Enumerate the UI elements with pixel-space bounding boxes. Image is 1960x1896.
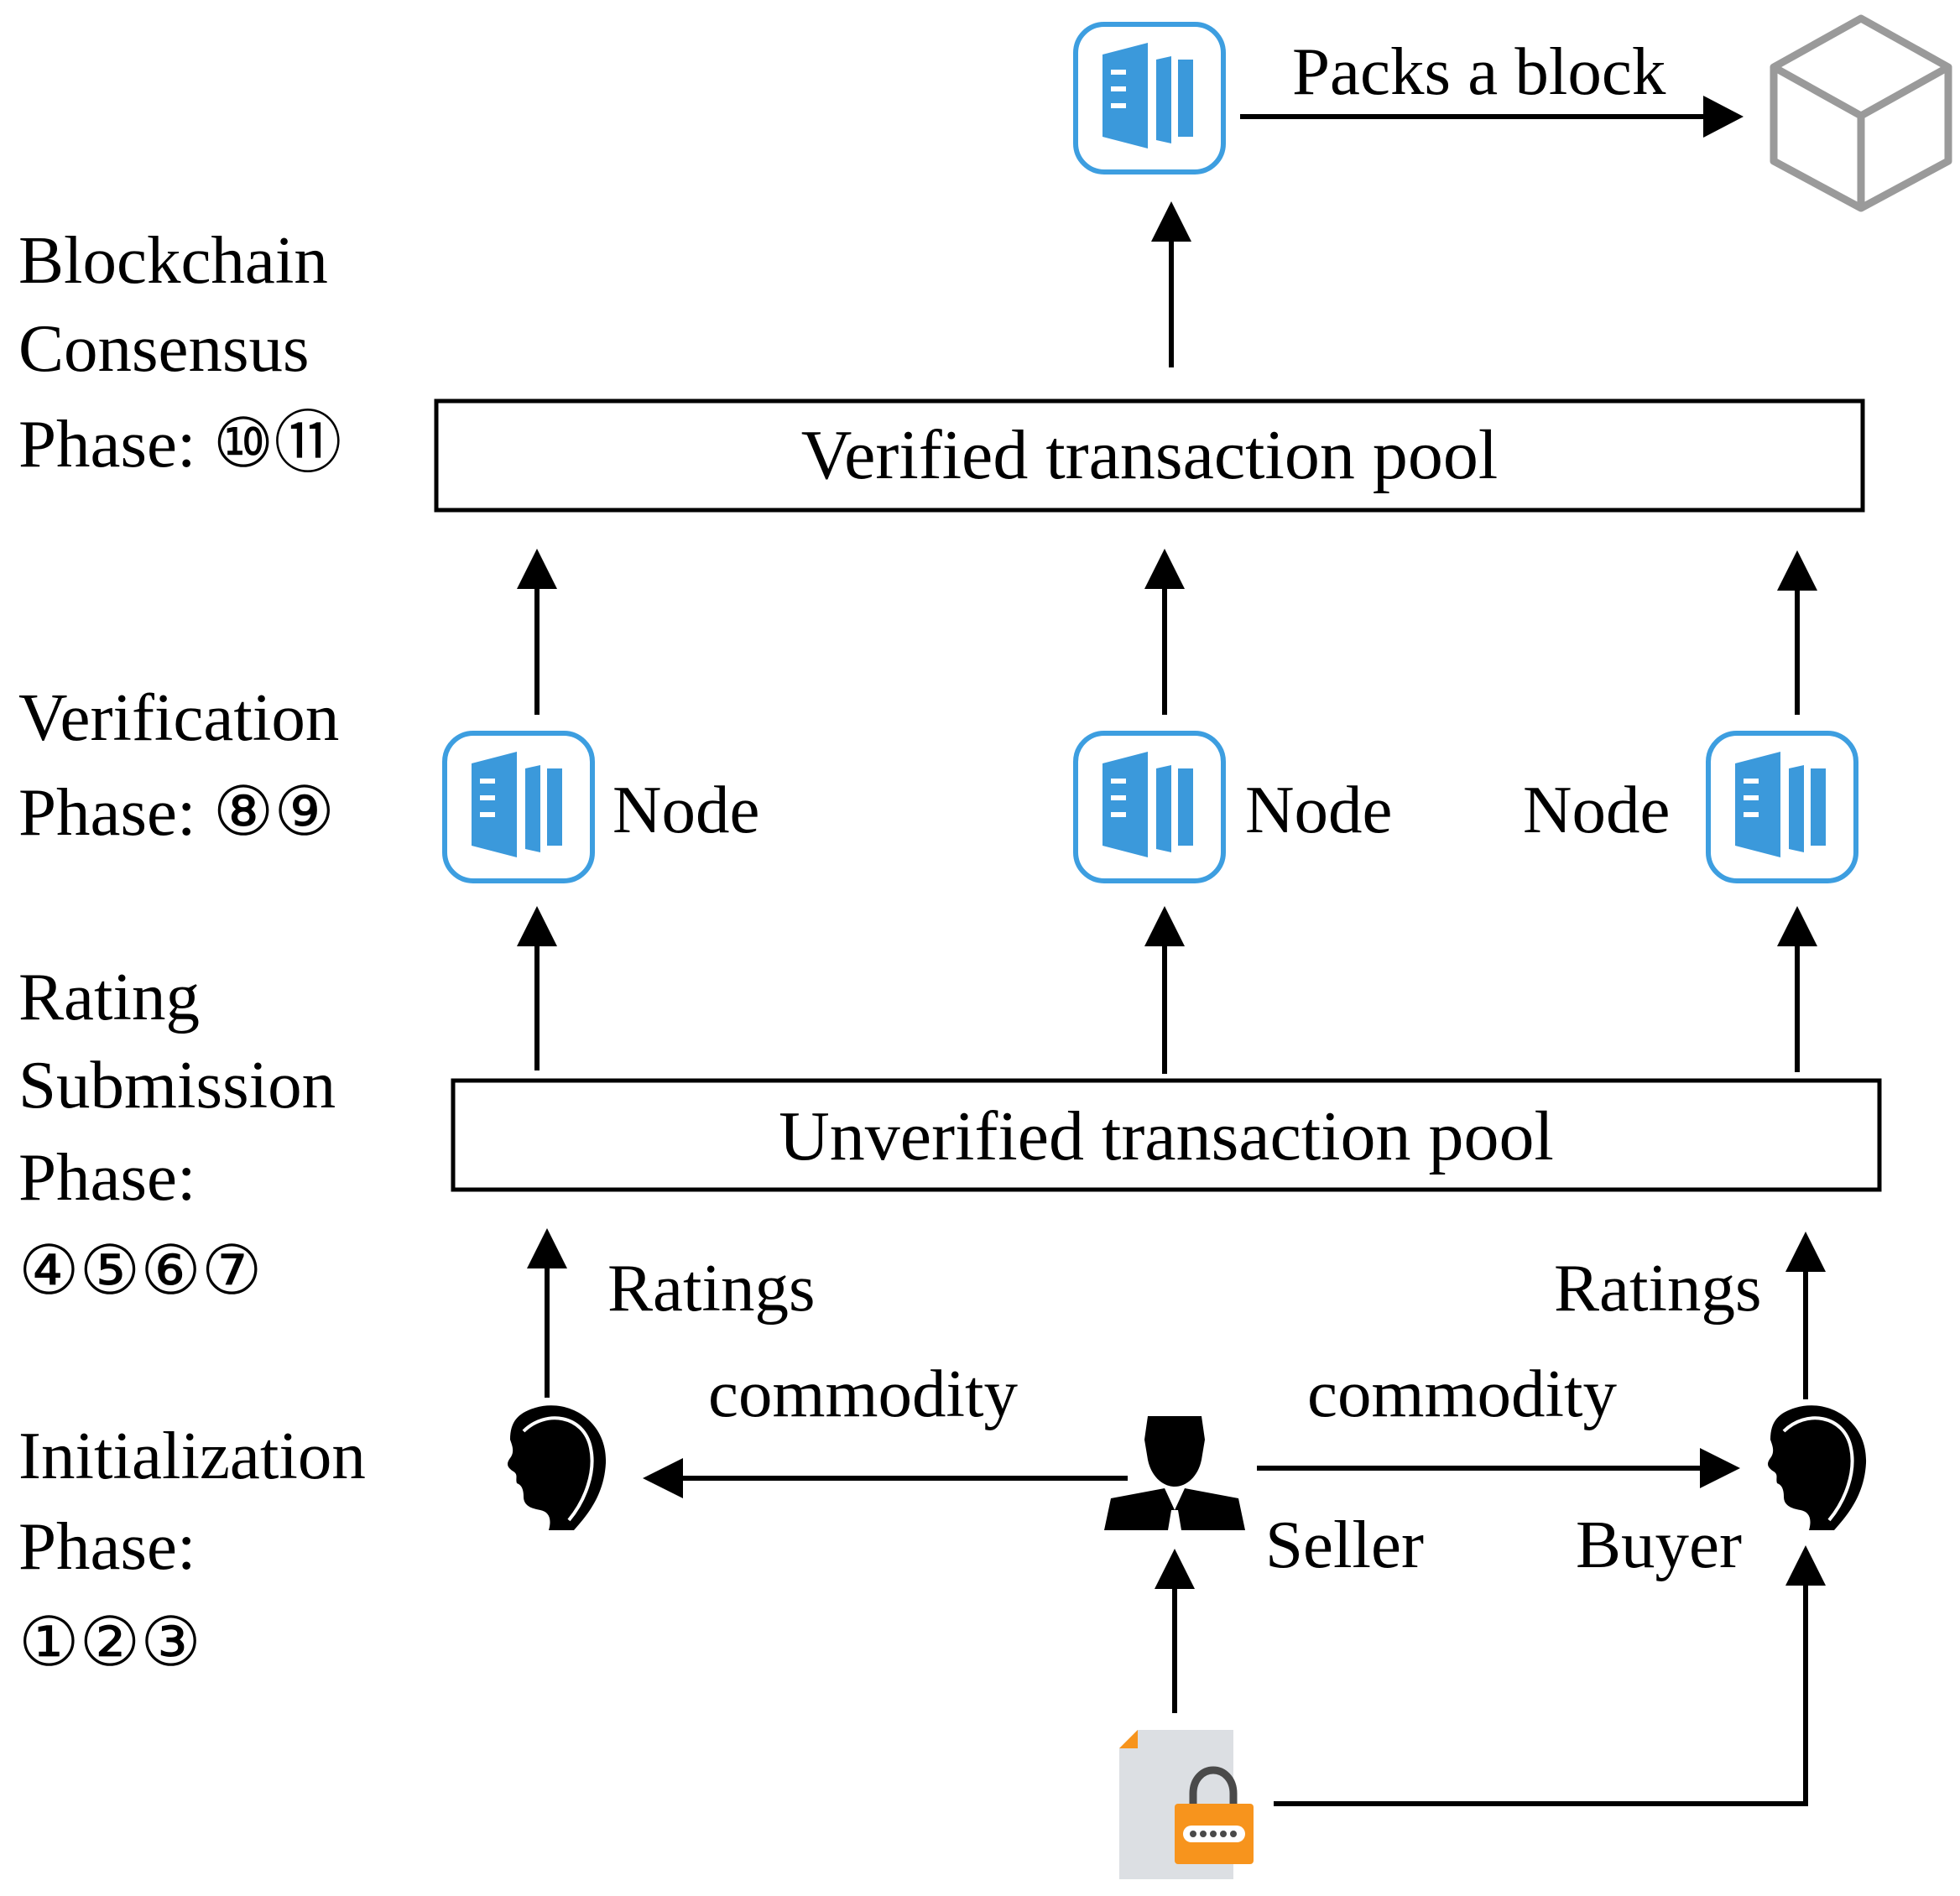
ratings-right-label: Ratings <box>1554 1250 1762 1326</box>
phase-label-initialization: Initialization Phase: ①②③ <box>18 1418 366 1680</box>
node3-up-arrow-head <box>1777 550 1817 591</box>
node-3-label: Node <box>1523 772 1670 847</box>
ratings-left-arrow-head <box>527 1228 567 1268</box>
leader-node-icon <box>1076 24 1223 172</box>
buyer-label: Buyer <box>1576 1507 1742 1582</box>
node1-up-arrow-head <box>517 549 557 589</box>
commodity-right-arrow-head <box>1700 1448 1740 1488</box>
ratings-right-arrow-head <box>1785 1232 1826 1272</box>
rating-line-4: ④⑤⑥⑦ <box>18 1233 262 1309</box>
phase-label-verification: Verification Phase: ⑧⑨ <box>18 680 339 850</box>
doc-to-buyer-head <box>1785 1545 1826 1586</box>
buyer-right-head-icon <box>1766 1404 1869 1532</box>
commodity-right-label: commodity <box>1307 1356 1617 1431</box>
unverified-pool-label: Unverified transaction pool <box>779 1097 1554 1175</box>
node-2-label: Node <box>1245 772 1392 847</box>
locked-document-icon <box>1119 1730 1254 1879</box>
seller-person-icon <box>1104 1416 1245 1530</box>
node-3-icon <box>1708 733 1856 881</box>
phase-label-rating: Rating Submission Phase: ④⑤⑥⑦ <box>18 959 336 1309</box>
buyer-left-head-icon <box>506 1404 608 1532</box>
packs-arrow-head <box>1703 96 1744 138</box>
initialization-line-1: Initialization <box>18 1418 366 1493</box>
consensus-arrow-head <box>1151 201 1191 242</box>
verified-pool-box <box>434 398 1865 513</box>
node-1-icon <box>445 733 592 881</box>
node2-up-arrow-head <box>1144 549 1185 589</box>
pool-to-node1-head <box>517 906 557 946</box>
pool-to-node3-head <box>1777 906 1817 946</box>
verified-pool-label: Verified transaction pool <box>801 416 1498 494</box>
consensus-line-3: Phase: ⑩⑪ <box>18 406 341 482</box>
phase-label-consensus: Blockchain Consensus Phase: ⑩⑪ <box>18 222 341 482</box>
verification-line-1: Verification <box>18 680 339 755</box>
block-cube-icon <box>1770 14 1952 212</box>
seller-label: Seller <box>1265 1507 1424 1582</box>
initialization-line-2: Phase: <box>18 1508 195 1584</box>
doc-to-seller-head <box>1155 1549 1195 1589</box>
initialization-line-3: ①②③ <box>18 1605 201 1680</box>
pool-to-node2-head <box>1144 906 1185 946</box>
commodity-left-label: commodity <box>708 1356 1018 1431</box>
rating-line-3: Phase: <box>18 1139 195 1215</box>
verification-line-2: Phase: ⑧⑨ <box>18 774 335 850</box>
rating-line-2: Submission <box>18 1047 336 1122</box>
packs-block-label: Packs a block <box>1292 34 1666 109</box>
doc-to-buyer-line <box>1274 1582 1808 1806</box>
rating-line-1: Rating <box>18 959 200 1034</box>
consensus-line-2: Consensus <box>18 310 310 386</box>
ratings-left-label: Ratings <box>607 1250 816 1326</box>
node-2-icon <box>1076 733 1223 881</box>
consensus-line-1: Blockchain <box>18 222 328 298</box>
commodity-left-arrow-head <box>643 1458 683 1498</box>
unverified-pool-box <box>451 1078 1882 1192</box>
node-1-label: Node <box>612 772 759 847</box>
